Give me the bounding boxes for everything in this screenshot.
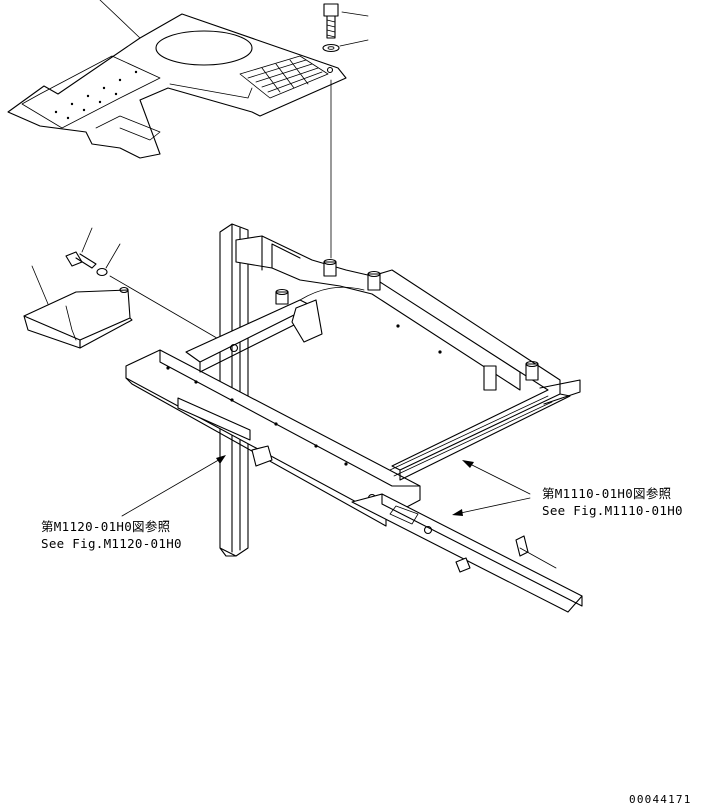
callout-left-en: See Fig.M1120-01H0: [41, 536, 182, 551]
callout-right-ja: 第M1110-01H0図参照: [542, 486, 672, 501]
cover-plate: [7, 13, 347, 159]
washer-top: [322, 43, 340, 53]
vent-grille: [239, 55, 329, 99]
plate-holes: [54, 70, 138, 120]
lower-bracket: [177, 397, 273, 467]
front-cross-member: [351, 493, 583, 613]
bolt-leader: [341, 11, 369, 17]
bolt-hole: [326, 66, 334, 74]
drawing-number: 00044171: [629, 793, 692, 806]
callout-left-ja: 第M1120-01H0図参照: [41, 519, 171, 534]
washer-left-leader: [105, 243, 121, 269]
bolt-top: [323, 3, 339, 39]
side-bracket: [23, 286, 133, 349]
washer-leader: [339, 39, 369, 47]
callout-right-en: See Fig.M1110-01H0: [542, 503, 683, 518]
frame-bosses: [275, 258, 539, 391]
main-frame: [125, 235, 581, 527]
bolt-left: [65, 251, 97, 269]
bolt-left-leader: [81, 227, 93, 253]
bracket-assembly-line: [109, 275, 235, 349]
washer-left: [96, 267, 108, 277]
callout-arrow-right: [452, 460, 531, 516]
bracket-leader: [31, 265, 49, 305]
callout-arrow-left: [121, 455, 226, 517]
cover-plate-leader: [99, 0, 141, 39]
